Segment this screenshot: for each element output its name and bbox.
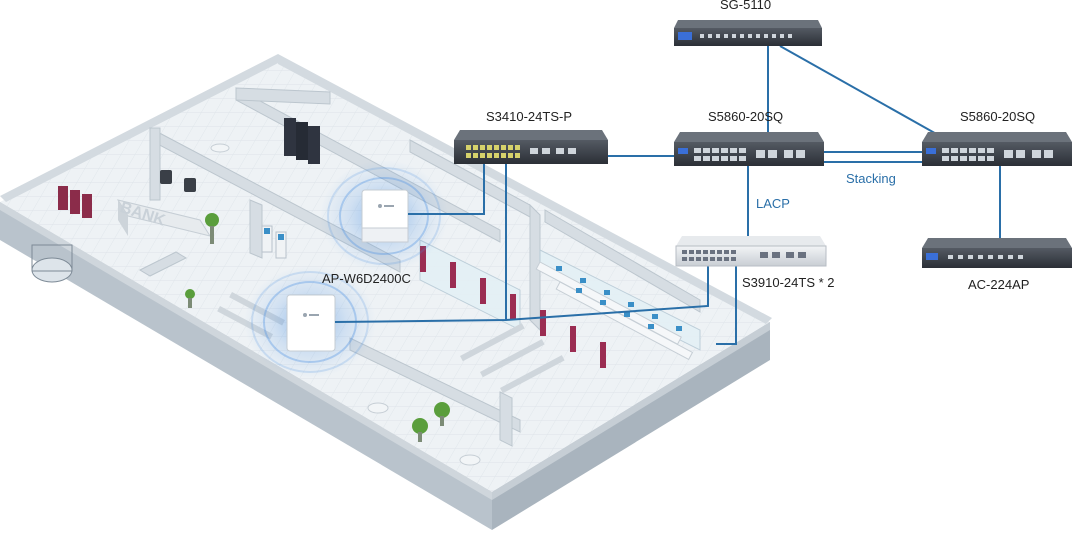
plant-icon bbox=[185, 289, 195, 308]
label-sg-5110: SG-5110 bbox=[720, 0, 772, 12]
office-chair bbox=[160, 170, 196, 192]
wall-top-right bbox=[492, 322, 770, 500]
plant-icon bbox=[434, 402, 450, 426]
switch-icon[interactable] bbox=[674, 132, 824, 166]
plant-icon bbox=[412, 418, 428, 442]
wall-top-front bbox=[0, 202, 492, 500]
link-poe-ap-1 bbox=[408, 164, 485, 215]
partition-wall bbox=[235, 87, 331, 105]
switch-icon[interactable] bbox=[454, 130, 608, 164]
switch-icon[interactable] bbox=[922, 132, 1072, 166]
network-links bbox=[334, 45, 1001, 345]
server-rack-icon bbox=[284, 118, 320, 164]
building-right-wall bbox=[492, 322, 770, 530]
label-ac-224ap: AC-224AP bbox=[968, 277, 1030, 292]
link-access-desks bbox=[716, 262, 737, 345]
access-point-icon[interactable] bbox=[361, 189, 409, 243]
office-building-floorplan: BANK bbox=[0, 54, 772, 530]
workstation-desks bbox=[535, 261, 694, 361]
label-s5860-20sq-b: S5860-20SQ bbox=[960, 109, 1036, 124]
revolving-door bbox=[31, 244, 73, 283]
partition-wall bbox=[499, 391, 513, 447]
label-ap-w6d2400c: AP-W6D2400C bbox=[322, 271, 411, 286]
label-stacking: Stacking bbox=[846, 171, 896, 186]
switch-icon[interactable] bbox=[922, 238, 1072, 268]
label-s3410-24ts-p: S3410-24TS-P bbox=[486, 109, 572, 124]
label-s5860-20sq-a: S5860-20SQ bbox=[708, 109, 784, 124]
partition-wall bbox=[149, 127, 161, 201]
switch-icon[interactable] bbox=[674, 20, 822, 46]
wall-top-back-left bbox=[0, 54, 284, 202]
lounge-tables bbox=[210, 143, 481, 466]
switch-icon[interactable] bbox=[675, 236, 827, 267]
building-front-wall bbox=[0, 202, 492, 530]
partition-wall bbox=[138, 251, 188, 277]
wall-top-back-right bbox=[278, 54, 772, 324]
self-service-kiosks bbox=[261, 225, 287, 259]
link-gateway-core-b bbox=[779, 45, 941, 137]
atm-machines bbox=[58, 186, 92, 218]
building-floor bbox=[0, 60, 770, 492]
partition-wall bbox=[249, 199, 263, 259]
label-lacp: LACP bbox=[756, 196, 790, 211]
partition-wall bbox=[544, 209, 701, 313]
plant-icon bbox=[205, 213, 219, 244]
link-access-ap-2 bbox=[334, 262, 709, 323]
access-point-icon[interactable] bbox=[286, 294, 336, 352]
label-s3910-24ts: S3910-24TS * 2 bbox=[742, 275, 835, 290]
